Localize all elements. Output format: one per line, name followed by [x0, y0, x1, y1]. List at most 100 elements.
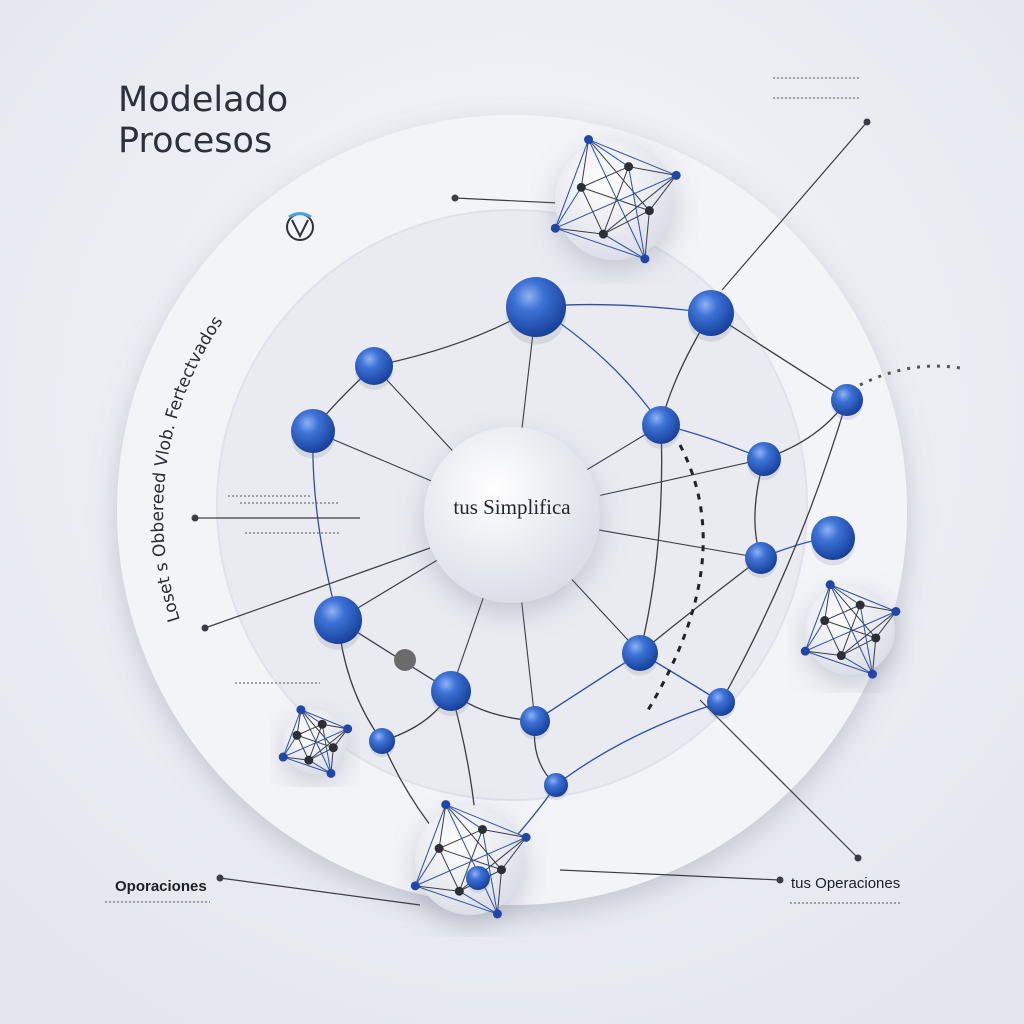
cluster-node: [278, 752, 288, 762]
pointer-dot: [216, 874, 224, 882]
cluster-edge: [283, 756, 332, 774]
cluster-edge: [840, 604, 861, 656]
cluster-edge: [282, 728, 348, 758]
cluster-edge: [588, 139, 677, 176]
cluster-edge: [804, 620, 826, 652]
pointer-dot: [854, 854, 862, 862]
cluster-node: [624, 162, 634, 172]
cluster-edge: [580, 139, 590, 188]
cluster-node: [497, 865, 507, 875]
cluster-edge: [581, 186, 650, 212]
edge: [720, 399, 848, 703]
blue-node: [831, 384, 863, 416]
cluster-edge: [603, 174, 677, 235]
cluster-edge: [875, 611, 897, 639]
cluster-node: [328, 743, 338, 753]
cluster-edge: [438, 804, 447, 849]
pointer-line: [559, 869, 781, 881]
cluster-node: [584, 135, 594, 145]
blue-node: [314, 596, 362, 644]
label-left: Oporaciones: [115, 878, 207, 895]
cluster-edge: [628, 166, 646, 259]
blue-node: [520, 706, 550, 736]
cluster-node: [292, 730, 302, 740]
pointer-line: [219, 877, 421, 906]
cluster-edge: [296, 735, 310, 761]
cluster-edge: [458, 829, 483, 892]
cluster-edge: [824, 584, 831, 621]
pointer-dot: [191, 514, 199, 522]
blue-node: [506, 277, 566, 337]
blue-node: [745, 542, 777, 574]
cluster-edge: [588, 139, 629, 168]
cluster-node: [343, 724, 353, 734]
cluster-edge: [554, 187, 582, 229]
cluster-edge: [804, 584, 831, 652]
cluster-node: [492, 909, 502, 919]
cluster-edge: [588, 139, 650, 211]
cluster-edge: [308, 728, 348, 761]
cluster-node: [410, 881, 420, 891]
cluster-edge: [555, 227, 646, 260]
cluster-node: [576, 182, 586, 192]
cluster-node: [317, 719, 327, 729]
gray-node: [394, 649, 416, 671]
blue-node: [688, 290, 734, 336]
cluster-edge: [501, 837, 527, 871]
spoke-edge: [519, 587, 536, 722]
cluster-edge: [415, 885, 498, 915]
dashed-path: [859, 364, 961, 387]
cluster-node: [800, 646, 810, 656]
cluster-edge: [824, 620, 842, 656]
cluster-edge: [603, 233, 646, 260]
cluster-edge: [414, 804, 447, 887]
cluster-edge: [296, 723, 323, 736]
edge: [639, 424, 663, 654]
cluster-edge: [415, 885, 460, 892]
cluster-edge: [482, 828, 527, 838]
cluster-node: [891, 606, 901, 616]
cluster-edge: [829, 584, 897, 612]
blue-node: [369, 728, 395, 754]
cluster-edge: [628, 166, 677, 176]
cluster-node: [326, 768, 336, 778]
cluster-edge: [602, 166, 630, 235]
network-nodes: [291, 277, 863, 893]
cluster-node: [820, 616, 830, 626]
cluster-node: [304, 755, 314, 765]
cluster-node: [477, 824, 487, 834]
cluster-edge: [445, 804, 527, 838]
spoke-edge: [599, 529, 762, 559]
cluster-node: [521, 832, 531, 842]
edge: [555, 701, 722, 786]
cluster-node: [867, 669, 877, 679]
cluster-node: [441, 800, 451, 810]
cluster-node: [871, 633, 881, 643]
title-line-2: Procesos: [118, 121, 273, 161]
cluster-node: [454, 886, 464, 896]
cluster-edge: [871, 637, 877, 675]
cluster-edge: [829, 584, 877, 639]
pointer-line: [699, 699, 859, 859]
cluster-node: [671, 170, 681, 180]
blue-node: [431, 671, 471, 711]
cluster-edge: [805, 611, 897, 652]
spoke-edge: [600, 458, 765, 496]
cluster-node: [836, 651, 846, 661]
blue-node: [707, 688, 735, 716]
pointer-dot: [201, 624, 209, 632]
cluster-edge: [841, 637, 877, 656]
cluster-edge: [841, 655, 873, 675]
cluster-edge: [580, 187, 604, 235]
cluster-node: [640, 254, 650, 264]
cluster-edge: [805, 650, 842, 657]
center-label: tus Simplifica: [453, 495, 571, 519]
cluster-edge: [555, 227, 604, 235]
cluster-edge: [414, 848, 440, 887]
cluster-edge: [603, 210, 650, 235]
cluster-edge: [555, 174, 677, 229]
blue-node: [747, 442, 781, 476]
cluster-edge: [415, 836, 527, 887]
center-hub: [424, 427, 600, 603]
